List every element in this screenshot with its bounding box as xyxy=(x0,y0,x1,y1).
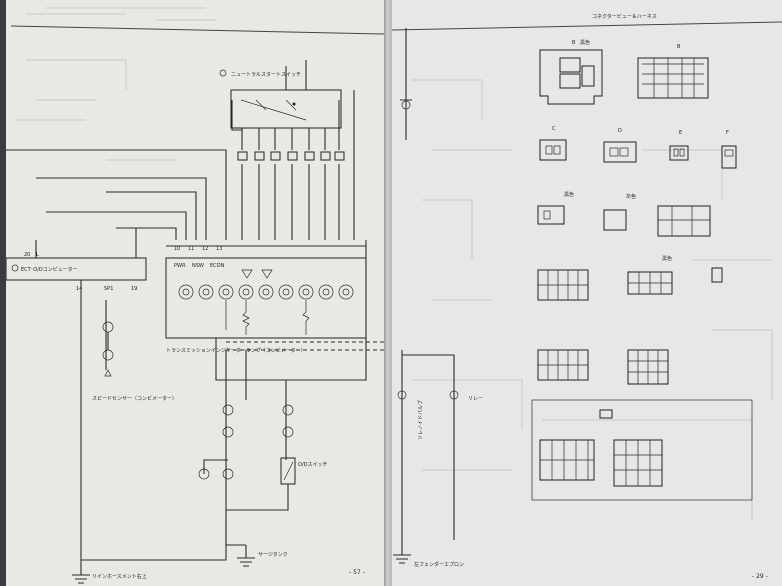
connector-color-2: 黒色 xyxy=(564,191,574,198)
neutral-start-switch-label: ニュートラルスタートスイッチ xyxy=(231,71,301,78)
neutral-start-switch: ニュートラルスタートスイッチ xyxy=(219,69,342,129)
terminal-econ: ECON xyxy=(210,263,225,269)
terminal-pwr: PWR xyxy=(174,263,186,269)
edge-wire xyxy=(400,28,412,140)
ground-2-label: サージタンク xyxy=(258,551,288,558)
harness-lines xyxy=(6,149,227,258)
ecm-pin-20: 20 xyxy=(24,252,30,258)
connector-view-page: コネクタービュー＆ハーネス ソレノイドバルブ リレー 左フェンダーエプロン B … xyxy=(392,0,782,586)
edge-connector xyxy=(401,100,411,110)
od-switch: O/Dスイッチ xyxy=(198,404,327,511)
connector-pair-bottom xyxy=(531,399,753,501)
ecm-label: ECT･O/Dコンピューター xyxy=(21,266,78,273)
connector-row-4 xyxy=(537,349,669,385)
solenoid-label: ソレノイドバルブ xyxy=(417,400,424,440)
pin-11: 11 xyxy=(188,246,194,252)
ecm-pin-19: 19 xyxy=(131,286,137,292)
connector-label-b-1: B xyxy=(572,40,576,46)
page-header-rule xyxy=(10,25,384,35)
ground-1-label: リインホースメント右上 xyxy=(92,573,147,580)
ground-label: 左フェンダーエプロン xyxy=(414,561,464,568)
terminal-nsw: NSW xyxy=(192,263,204,269)
indicator-lamps xyxy=(178,284,354,300)
connector-label-f: F xyxy=(726,130,729,136)
svg-text:黒色: 黒色 xyxy=(580,39,590,46)
ghost-schematic xyxy=(412,79,773,520)
connector-label-c: C xyxy=(552,126,556,132)
connector-label-e: E xyxy=(679,130,682,136)
page-header: コネクタービュー＆ハーネス xyxy=(592,13,657,20)
connector-c: C xyxy=(539,126,567,161)
connector-f: F xyxy=(721,130,737,169)
speed-sensor: スピードセンサー（コンビメーター） xyxy=(92,321,177,402)
speed-sensor-label: スピードセンサー（コンビメーター） xyxy=(92,395,177,402)
right-page-number: - 29 - xyxy=(752,573,768,580)
indicator-panel: PWR NSW ECON 10 11 12 13 xyxy=(165,245,367,339)
connector-label-b-2: B xyxy=(677,44,681,50)
switch-connectors xyxy=(237,151,345,161)
switch-wires xyxy=(231,60,355,240)
background-ghost-lines xyxy=(16,59,176,161)
diode-symbols xyxy=(241,269,273,279)
svg-text:灰色: 灰色 xyxy=(626,193,636,200)
top-ghost-print xyxy=(26,7,216,21)
ecm-terminal-L: L xyxy=(36,252,39,258)
pin-13: 13 xyxy=(216,246,222,252)
relay-label: リレー xyxy=(468,396,483,402)
connector-row-2: 黒色 灰色 xyxy=(537,191,711,237)
od-switch-label: O/Dスイッチ xyxy=(298,462,327,468)
connector-b-wide: B xyxy=(637,44,709,99)
lower-left-wire xyxy=(401,350,455,540)
ecm-terminal-SP1: SP1 xyxy=(104,286,113,292)
connector-b-large: B 黒色 xyxy=(539,39,603,105)
connector-d: D xyxy=(603,128,637,163)
connector-views: コネクタービュー＆ハーネス ソレノイドバルブ リレー 左フェンダーエプロン B … xyxy=(392,13,782,580)
resistor-symbols xyxy=(225,300,310,335)
svg-text:黒色: 黒色 xyxy=(662,255,672,262)
indicator-wiring: トランスミッションインジケーターランプ（コンビメーター） xyxy=(80,240,384,561)
grounds: リインホースメント右上 サージタンク xyxy=(72,520,288,584)
pin-12: 12 xyxy=(202,246,208,252)
header-rule xyxy=(392,21,782,31)
ground-symbol xyxy=(393,540,411,564)
wiring-diagram: ニュートラルスタートスイッチ xyxy=(6,7,384,584)
left-page-number: - 57 - xyxy=(349,569,365,576)
ecm-pin-14: 14 xyxy=(76,286,82,292)
book-gutter xyxy=(384,0,392,586)
connector-label-d: D xyxy=(618,128,622,134)
wiring-diagram-page: ニュートラルスタートスイッチ xyxy=(6,0,384,586)
ecm-unit: ECT･O/Dコンピューター L SP1 20 14 19 xyxy=(6,252,147,292)
pin-10: 10 xyxy=(174,246,180,252)
indicator-label: トランスミッションインジケーターランプ（コンビメーター） xyxy=(166,347,306,354)
connector-row-3: 黒色 xyxy=(537,255,723,301)
connector-e: E xyxy=(669,130,689,161)
